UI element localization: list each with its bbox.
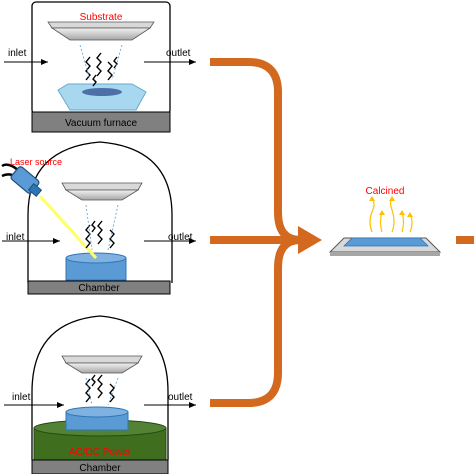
- vapor-plume-icon: [85, 220, 115, 249]
- furnace-base: [31, 111, 171, 133]
- furnace-target: [57, 83, 147, 111]
- merge-arrow-head: [298, 226, 322, 254]
- power-label: AC/DC Power: [69, 447, 132, 458]
- calcined-sample: Calcined: [328, 186, 442, 256]
- inlet-label-1: inlet: [8, 48, 27, 59]
- chamber-label-2: Chamber: [78, 283, 120, 294]
- power-chamber-base: [31, 459, 169, 474]
- panel-vacuum-furnace: Vacuum furnace Substrate inlet outlet: [4, 1, 196, 133]
- chamber-label-3: Chamber: [79, 463, 121, 474]
- laser-head-icon: [1, 163, 43, 197]
- outlet-label-3: outlet: [168, 392, 193, 403]
- substrate-label: Substrate: [80, 12, 123, 23]
- outlet-label-2: outlet: [168, 232, 193, 243]
- panel-laser-ablation: Chamber Laser source inlet: [1, 141, 196, 295]
- panel-power-chamber: AC/DC Power Chamber inlet outlet: [4, 315, 196, 474]
- inlet-label-3: inlet: [12, 392, 31, 403]
- heat-flame-icon: [369, 197, 413, 233]
- calcined-label: Calcined: [366, 186, 405, 197]
- vapor-plume-icon: [85, 52, 118, 87]
- vacuum-furnace-label: Vacuum furnace: [65, 118, 138, 129]
- laser-chamber-base: [27, 280, 171, 295]
- vapor-plume-icon: [85, 374, 115, 403]
- merge-bracket: [210, 58, 301, 407]
- inlet-label-2: inlet: [6, 232, 25, 243]
- laser-source-label: Laser source: [10, 157, 62, 167]
- outlet-label-1: outlet: [166, 48, 191, 59]
